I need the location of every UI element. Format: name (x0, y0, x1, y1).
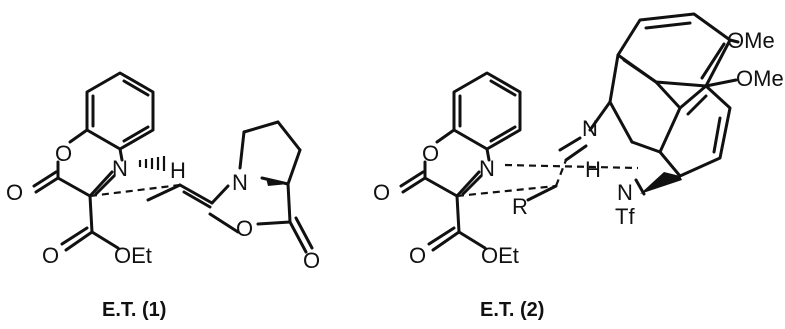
enamine-1 (146, 183, 240, 234)
oxazine-ring-2 (399, 128, 491, 198)
ts-interactions-2 (456, 159, 639, 198)
atom-o-ring-1: O (55, 141, 72, 166)
atom-tf-2: Tf (615, 204, 635, 229)
atom-oet-1: OEt (114, 243, 152, 268)
structure-et1: O O N H N O O O OEt E.T. (1) (6, 71, 320, 321)
atom-ome-top-2: OMe (727, 28, 775, 53)
atom-o-ester-1: O (42, 243, 59, 268)
atom-r-group-2: R (512, 194, 528, 219)
atom-n-amine-2: N (582, 116, 598, 141)
atom-o-ester-2: O (409, 243, 426, 268)
ester-group-2 (427, 194, 487, 252)
atom-ome-bottom-2: OMe (736, 66, 784, 91)
bicyclic-ring-1 (238, 120, 314, 254)
atom-h-2: H (585, 157, 601, 182)
structure-et2: O O N H N R OMe OMe N Tf O OEt E.T. (2) (373, 12, 784, 321)
atom-o-carbonyl-2: O (373, 180, 390, 205)
atom-o-ring-2: O (422, 141, 439, 166)
atom-h-1: H (170, 158, 186, 183)
atom-o-lactone-1: O (303, 248, 320, 273)
ts-interactions-1 (89, 156, 181, 198)
enamine-2 (526, 53, 662, 202)
atom-n-imine-2: N (479, 156, 495, 181)
atom-o-oxazolidinone-1: O (236, 216, 253, 241)
benzene-ring-1 (85, 71, 155, 151)
benzene-ring-2 (452, 71, 522, 151)
caption-et2: E.T. (2) (480, 299, 544, 321)
atom-n-pyrrolidine-1: N (232, 170, 248, 195)
ester-group-1 (60, 194, 120, 252)
atom-o-carbonyl-1: O (6, 180, 23, 205)
atom-n-imine-1: N (112, 156, 128, 181)
caption-et1: E.T. (1) (102, 299, 166, 321)
atom-n-sulfonamide-2: N (617, 180, 633, 205)
biaryl-catalyst-2 (616, 12, 740, 196)
oxazine-ring-1 (32, 128, 124, 198)
atom-oet-2: OEt (481, 243, 519, 268)
